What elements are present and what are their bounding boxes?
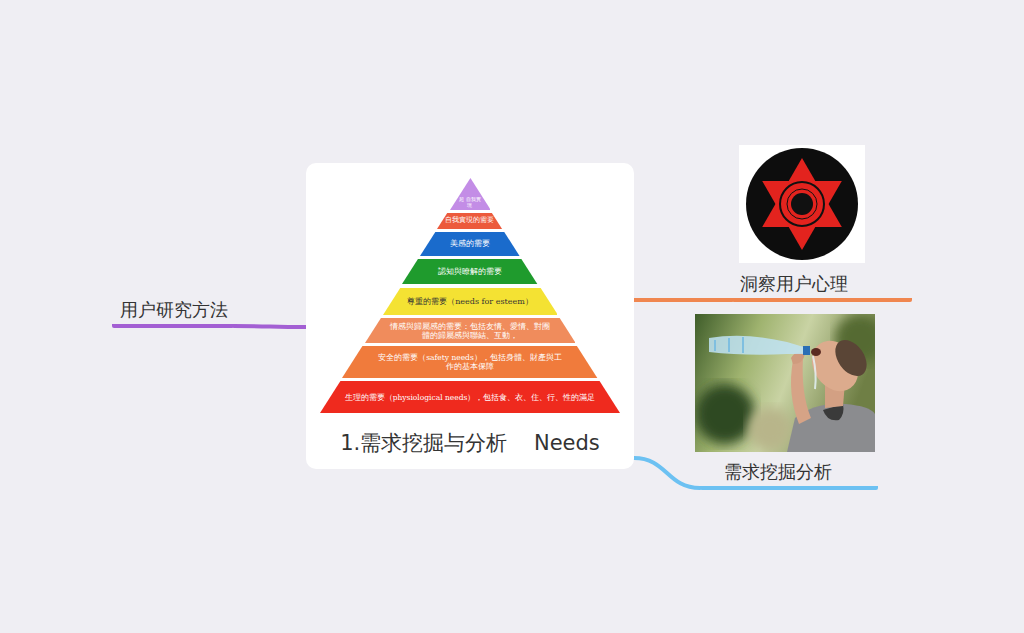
branch-connector <box>234 326 306 327</box>
pyramid-band: 美感的需要 <box>420 232 520 256</box>
band-fill <box>402 259 537 284</box>
pyramid-band: 認知與瞭解的需要 <box>402 259 537 284</box>
branch-topic: 用户研究方法 <box>112 298 234 328</box>
band-label: 超 自我實現 <box>459 196 481 208</box>
band-label: 自我實現的需要 <box>445 217 494 225</box>
branch-label: 洞察用户心理 <box>740 272 912 296</box>
band-fill <box>320 381 620 413</box>
band-label: 安全的需要（safety needs），包括身體、財產與工作的基本保障 <box>375 353 565 371</box>
band-fill <box>450 178 491 210</box>
pyramid-band: 安全的需要（safety needs），包括身體、財產與工作的基本保障 <box>342 346 597 378</box>
band-label: 尊重的需要（needs for esteem） <box>407 297 533 307</box>
band-label: 生理的需要（physiological needs），包括食、衣、住、行、性的滿… <box>345 393 596 402</box>
band-label: 情感與歸屬感的需要：包括友情、愛情、對團體的歸屬感與聯結、互動， <box>390 322 550 340</box>
topic-box: 1.需求挖掘与分析 Needs 超 自我實現自我實現的需要美感的需要認知與瞭解的需… <box>306 163 634 469</box>
band-fill <box>437 213 502 229</box>
band-label: 認知與瞭解的需要 <box>438 267 502 277</box>
drinking-photo <box>695 314 875 452</box>
band-label: 美感的需要 <box>450 239 490 249</box>
band-fill <box>342 346 597 378</box>
band-fill <box>383 288 558 315</box>
pyramid-band: 自我實現的需要 <box>437 213 502 229</box>
branch-connector <box>634 458 700 488</box>
branch-connector <box>634 298 732 302</box>
eye-icon <box>739 145 865 263</box>
pyramid-band: 尊重的需要（needs for esteem） <box>383 288 558 315</box>
pyramid-band: 超 自我實現 <box>450 178 491 210</box>
branch-topic: 需求挖掘分析 <box>700 460 878 490</box>
branch-topic: 洞察用户心理 <box>732 272 912 302</box>
branch-label: 用户研究方法 <box>120 298 228 322</box>
pyramid-band: 生理的需要（physiological needs），包括食、衣、住、行、性的滿… <box>320 381 620 413</box>
band-fill <box>365 318 576 343</box>
pyramid-band: 情感與歸屬感的需要：包括友情、愛情、對團體的歸屬感與聯結、互動， <box>365 318 576 343</box>
band-fill <box>420 232 520 256</box>
branch-label: 需求挖掘分析 <box>724 460 878 484</box>
topic-title: 1.需求挖掘与分析 Needs <box>340 430 600 456</box>
